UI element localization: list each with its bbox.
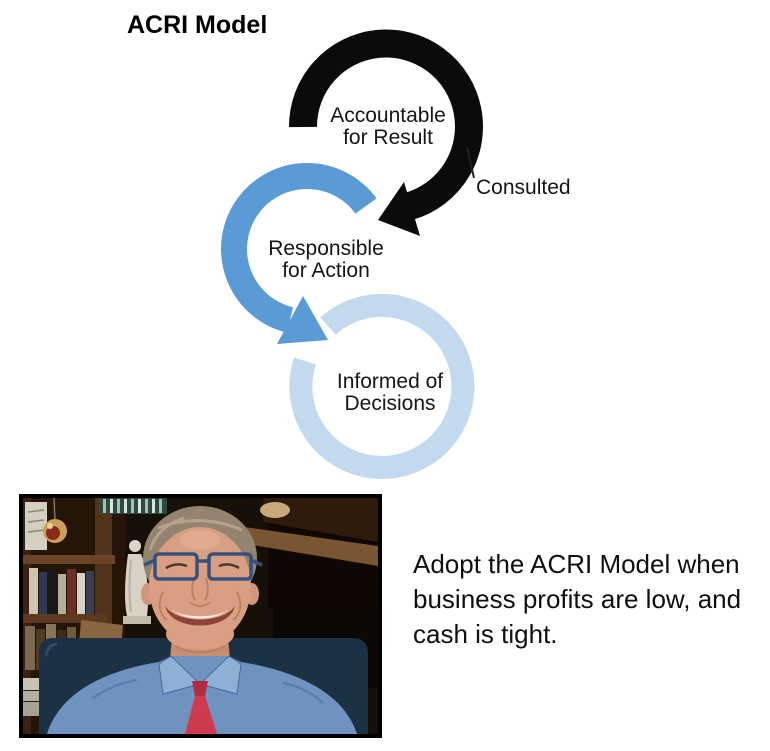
accountable-ring-arrowhead-icon	[378, 182, 420, 236]
forehead-highlight	[180, 530, 220, 550]
chin-crease	[174, 645, 226, 654]
cd-rack	[99, 498, 167, 514]
consulted-label: Consulted	[476, 176, 571, 199]
presenter-collar-left	[158, 655, 201, 695]
hair-highlight	[148, 516, 243, 551]
shirt-folds	[92, 678, 324, 704]
caption-text: Adopt the ACRI Model when business profi…	[413, 549, 742, 649]
informed-ring	[289, 293, 475, 479]
smile-creases	[158, 591, 242, 621]
informed-label: Informed of Decisions	[336, 370, 444, 415]
consulted-leader-line	[466, 146, 475, 179]
presenter-eyes	[165, 563, 240, 570]
webcam-photo-scene	[23, 497, 378, 734]
responsible-label: Responsible for Action	[268, 237, 384, 282]
presenter-collar-right	[199, 655, 242, 695]
statue	[123, 540, 151, 624]
presenter	[47, 506, 357, 734]
ornament-icon	[43, 497, 67, 543]
webcam-photo	[19, 494, 382, 738]
accountable-ring	[288, 29, 483, 220]
tie-knot	[192, 681, 208, 696]
responsible-ring-arrowhead-icon	[277, 296, 328, 344]
chair-highlight	[44, 642, 58, 657]
acri-diagram	[221, 29, 483, 479]
accountable-label: Accountable for Result	[330, 104, 446, 149]
ceiling-beam	[223, 498, 378, 688]
responsible-ring	[221, 163, 377, 333]
presenter-teeth	[170, 608, 230, 619]
presenter-smile	[165, 606, 235, 626]
page-title: ACRI Model	[127, 11, 268, 39]
presenter-chin	[166, 618, 234, 650]
glasses-icon	[143, 552, 263, 581]
presenter-tie	[185, 696, 217, 734]
